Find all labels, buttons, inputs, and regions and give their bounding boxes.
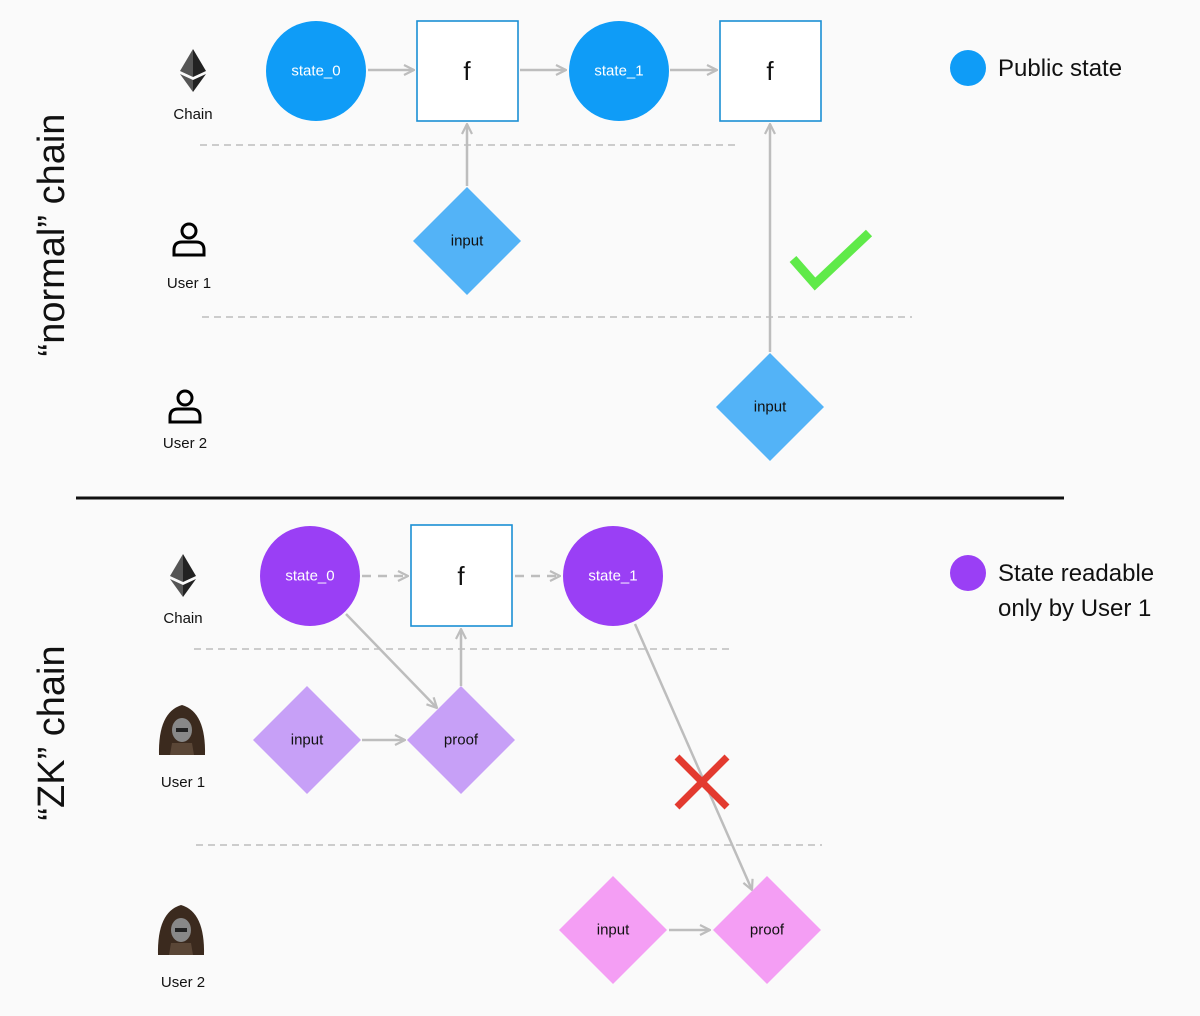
normal-section-title: “normal” chain — [31, 114, 73, 357]
zk-user2-proof-label: proof — [750, 922, 785, 939]
zk-chain-section: “ZK” chain Chain User 1 User 2 — [31, 524, 1154, 991]
normal-state-1-node: state_1 — [569, 21, 669, 121]
zk-state-1-node: state_1 — [563, 526, 663, 626]
zk-user2-input-label: input — [597, 922, 630, 939]
zk-state-0-node: state_0 — [260, 526, 360, 626]
normal-user2-input-node: input — [716, 353, 824, 461]
zk-lane-chain-label: Chain — [163, 610, 202, 627]
zk-user1-input-label: input — [291, 732, 324, 749]
legend-zk-state-swatch — [950, 555, 986, 591]
zk-user2-proof-node: proof — [713, 876, 821, 984]
normal-f2-box: f — [719, 20, 822, 122]
legend-public-state-swatch — [950, 50, 986, 86]
normal-f2-label: f — [766, 56, 774, 86]
normal-state-0-label: state_0 — [291, 63, 340, 80]
zk-section-title: “ZK” chain — [31, 645, 73, 820]
legend-zk-state-label-line1: State readable — [998, 560, 1154, 587]
normal-state-1-label: state_1 — [594, 63, 643, 80]
zk-state-1-label: state_1 — [588, 568, 637, 585]
hooded-avatar-icon — [158, 705, 206, 755]
zk-user1-proof-label: proof — [444, 732, 479, 749]
zk-lane-user2-label: User 2 — [161, 974, 205, 991]
checkmark-icon — [789, 229, 873, 291]
zk-state-0-label: state_0 — [285, 568, 334, 585]
normal-f1-label: f — [463, 56, 471, 86]
arrow-state1-to-user2-proof — [633, 623, 752, 890]
normal-lane-chain-label: Chain — [173, 106, 212, 123]
normal-user2-input-label: input — [754, 399, 787, 416]
ethereum-icon — [180, 49, 206, 92]
ethereum-icon — [170, 554, 196, 597]
arrow-state0-to-proof — [345, 613, 437, 708]
normal-lane-user2-label: User 2 — [163, 435, 207, 452]
zk-f-label: f — [457, 561, 465, 591]
normal-user1-input-node: input — [413, 187, 521, 295]
user-outline-icon — [172, 222, 206, 257]
zk-lane-user1-label: User 1 — [161, 774, 205, 791]
zk-user1-proof-node: proof — [407, 686, 515, 794]
cross-icon — [674, 754, 730, 810]
normal-state-0-node: state_0 — [266, 21, 366, 121]
legend-public-state-label: Public state — [998, 55, 1122, 82]
legend-zk-state-label-line2: only by User 1 — [998, 595, 1151, 622]
zk-user2-input-node: input — [559, 876, 667, 984]
user-outline-icon — [168, 389, 202, 424]
hooded-avatar-icon — [157, 905, 205, 955]
normal-chain-section: “normal” chain Chain User 1 User 2 — [31, 20, 1122, 461]
normal-user1-input-label: input — [451, 233, 484, 250]
zk-user1-input-node: input — [253, 686, 361, 794]
zk-f-box: f — [410, 524, 513, 627]
normal-lane-user1-label: User 1 — [167, 275, 211, 292]
normal-f1-box: f — [416, 20, 519, 122]
